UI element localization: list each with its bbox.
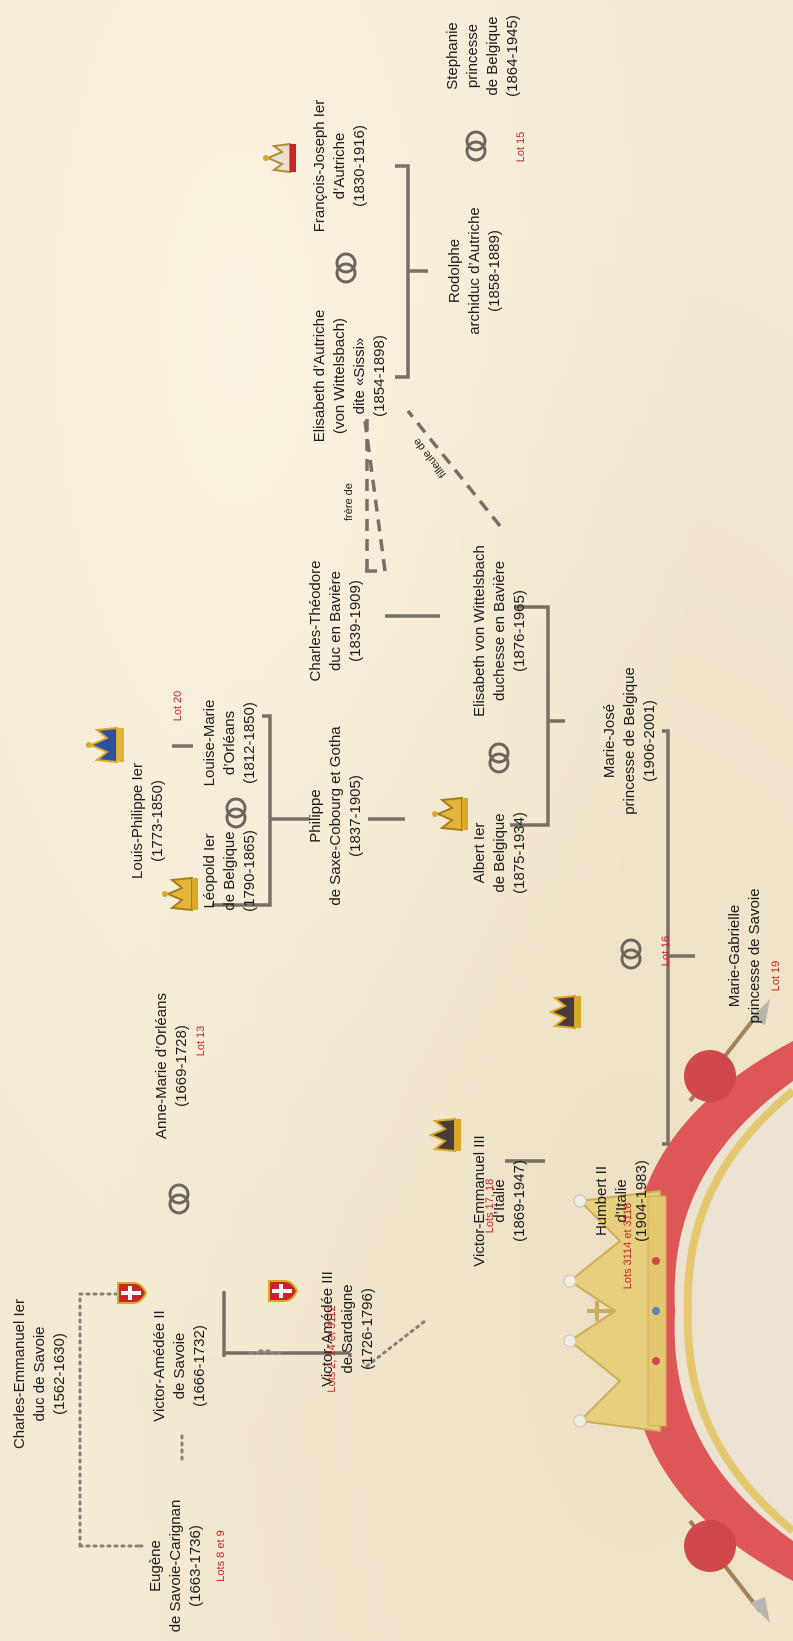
- marriage-rings-icon: [168, 1183, 190, 1215]
- person-sissi: Elisabeth d’Autriche (von Wittelsbach) d…: [311, 309, 388, 443]
- lot-label: Lot 16: [660, 935, 672, 967]
- crown-icon: [162, 876, 198, 912]
- lot-label: Lots 3114 et 3116: [622, 1202, 634, 1290]
- crown-icon: [86, 726, 124, 764]
- person-louis-philippe: Louis-Philippe Ier (1773-1850): [129, 763, 166, 879]
- lot-label: Lot 19: [770, 960, 782, 992]
- person-rodolphe: Rodolphe archiduc d’Autriche (1858-1889): [446, 207, 503, 335]
- crown-icon: [263, 142, 296, 174]
- person-eugene: Eugène de Savoie-Carignan (1663-1736): [147, 1499, 204, 1633]
- person-louise-marie: Louise-Marie d’Orléans (1812-1850): [201, 699, 258, 787]
- person-stephanie: Stephanie princesse de Belgique (1864-19…: [444, 15, 521, 97]
- royal-crown-mantle-icon: [563, 999, 793, 1623]
- savoy-cross-icon: [117, 1282, 148, 1304]
- person-philippe: Philippe de Saxe-Cobourg et Gotha (1837-…: [307, 726, 364, 906]
- person-victor-amedee-ii: Victor-Amédée II de Savoie (1666-1732): [151, 1310, 208, 1422]
- person-marie-gabrielle: Marie-Gabrielle princesse de Savoie: [726, 888, 763, 1024]
- marriage-rings-icon: [488, 742, 510, 774]
- relation-note: frère de: [343, 483, 355, 521]
- lot-label: Lot 13: [195, 1025, 207, 1057]
- marriage-rings-icon: [620, 938, 642, 970]
- person-leopold: Léopold Ier de Belgique (1790-1865): [201, 830, 258, 912]
- crown-icon: [548, 994, 581, 1030]
- person-victor-emmanuel-iii: Victor-Emmanuel III d’Italie (1869-1947): [471, 1135, 528, 1267]
- marriage-rings-icon: [335, 252, 357, 284]
- person-albert: Albert Ier de Belgique (1875-1934): [471, 812, 528, 894]
- lot-label: Lots 2, 14 et 3112: [326, 1305, 338, 1393]
- person-elisabeth-wittelsbach: Elisabeth von Wittelsbach duchesse en Ba…: [471, 545, 528, 717]
- lot-label: Lots 8 et 9: [215, 1530, 227, 1582]
- person-marie-jose: Marie-José princesse de Belgique (1906-2…: [601, 667, 658, 815]
- lot-label: Lots 17, 18: [484, 1178, 496, 1234]
- lot-label: Lot 15: [515, 131, 527, 163]
- person-anne-marie: Anne-Marie d’Orléans (1669-1728): [153, 993, 190, 1139]
- crown-icon: [432, 796, 468, 832]
- marriage-rings-icon: [465, 130, 487, 162]
- lot-label: Lot 20: [172, 690, 184, 722]
- marriage-rings-icon: [225, 797, 247, 829]
- person-charles-theodore: Charles-Théodore duc en Bavière (1839-19…: [307, 560, 364, 682]
- savoy-cross-icon: [268, 1280, 299, 1302]
- person-franz-joseph: François-Joseph Ier d’Autriche (1830-191…: [311, 99, 368, 233]
- crown-icon: [428, 1117, 461, 1153]
- person-charles-emmanuel: Charles-Emmanuel Ier duc de Savoie (1562…: [11, 1298, 68, 1450]
